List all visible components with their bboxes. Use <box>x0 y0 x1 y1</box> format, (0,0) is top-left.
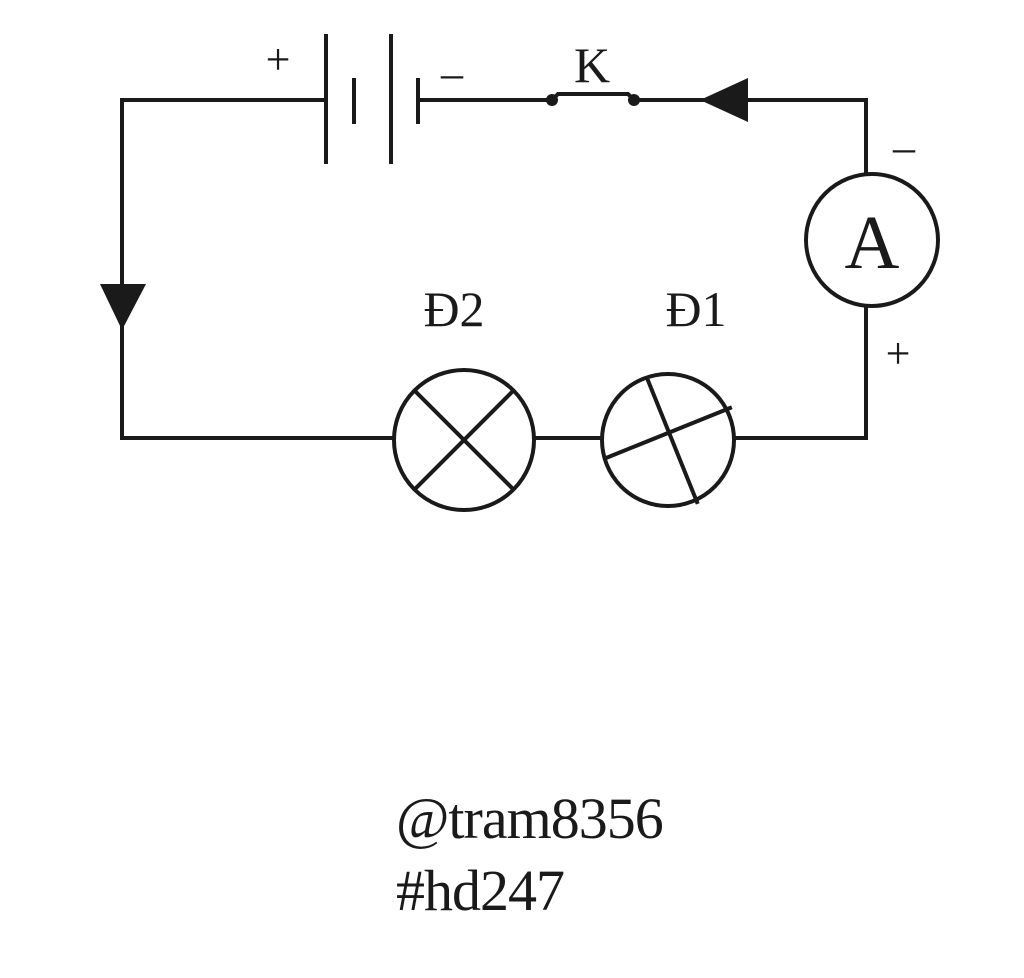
battery-minus-label: – <box>440 49 464 98</box>
lamp-d2-body <box>392 368 536 512</box>
battery-plus-label: + <box>266 35 291 84</box>
current-arrow-left <box>100 284 146 330</box>
switch-blade <box>549 92 637 103</box>
credit-hashtag: #hd247 <box>396 858 565 923</box>
current-arrow-top <box>700 78 748 122</box>
wires <box>120 98 868 440</box>
lamp-d1-cross-2 <box>644 375 700 505</box>
battery: + – <box>266 34 464 164</box>
switch-label: K <box>574 37 610 93</box>
lamp-d2-label: Đ2 <box>423 281 484 337</box>
ammeter-plus-label: + <box>886 329 911 378</box>
lamp-d2: Đ2 <box>392 281 536 512</box>
lamp-d1-body <box>600 372 736 508</box>
switch-k: K <box>546 37 640 106</box>
lamp-d2-cross-2 <box>412 388 516 492</box>
ammeter: A – + <box>804 123 940 378</box>
lamp-d1: Đ1 <box>600 281 736 508</box>
ammeter-label: A <box>845 201 900 285</box>
credit-username: @tram8356 <box>396 786 664 851</box>
ammeter-body <box>804 172 940 308</box>
ammeter-minus-label: – <box>892 123 916 172</box>
lamp-d1-label: Đ1 <box>665 281 726 337</box>
